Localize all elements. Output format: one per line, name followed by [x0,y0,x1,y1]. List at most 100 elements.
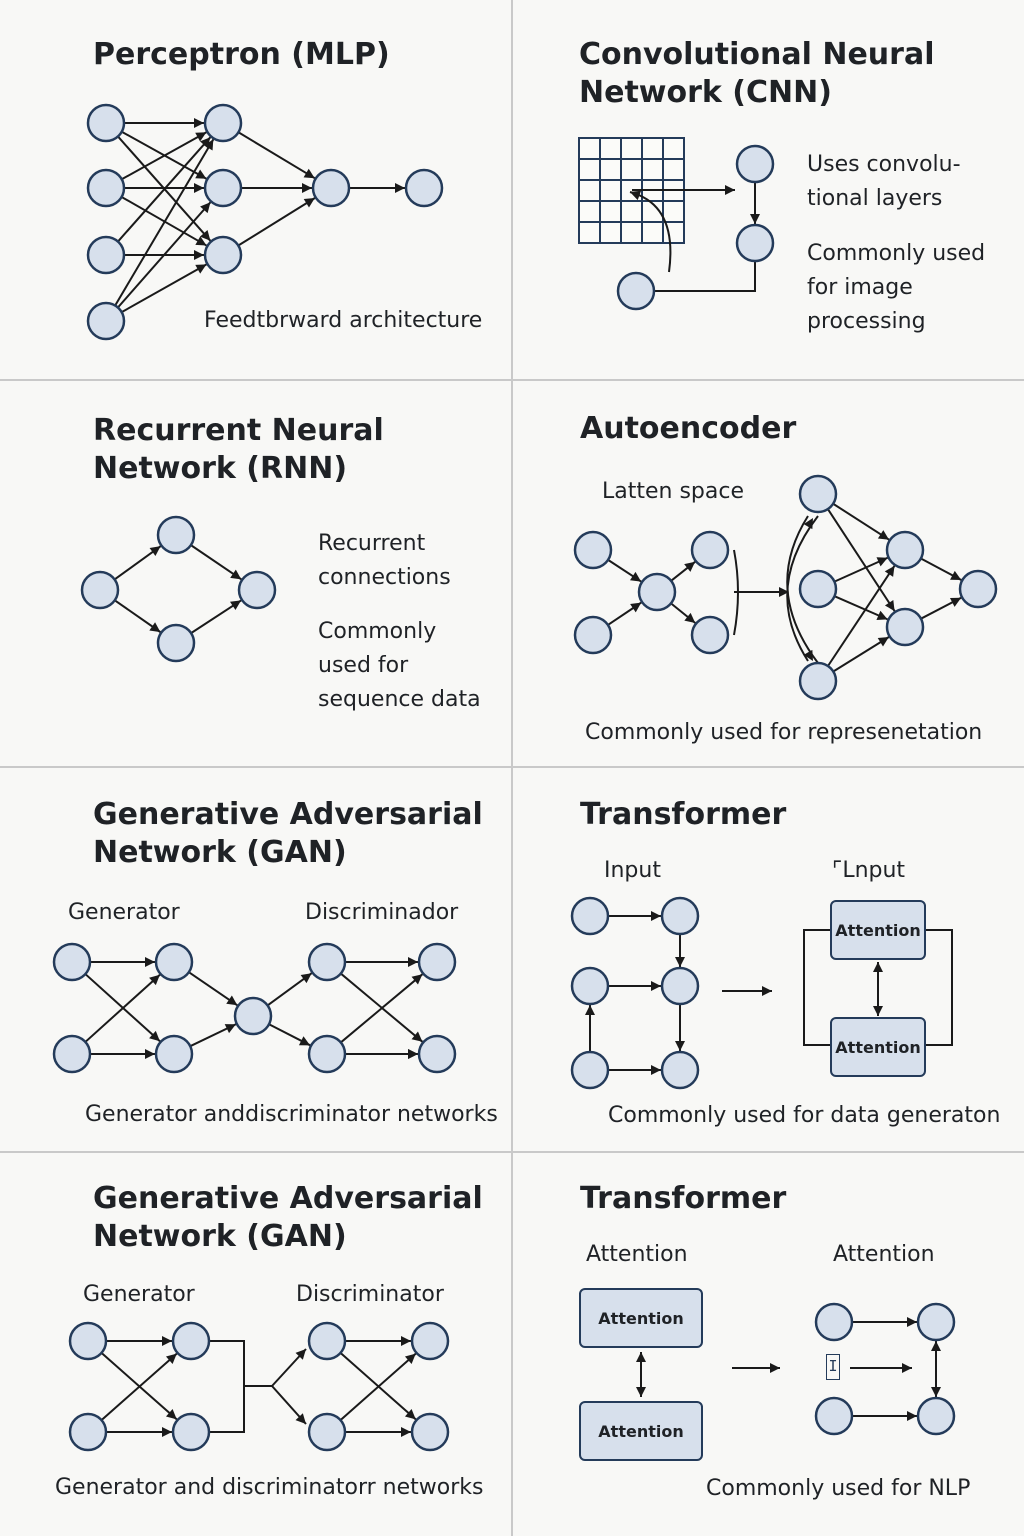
arrow-head [725,185,735,195]
kernel-grid-cell [599,137,622,160]
arrow-head [873,962,883,972]
arrow-head [907,1411,917,1421]
arrow-head [165,1409,177,1420]
arrow-head [907,1317,917,1327]
transformer2-attention-box-bottom: Attention [579,1401,703,1461]
gan2-graph [68,1321,450,1452]
arrow-head [303,168,315,179]
arrow-head [300,973,312,984]
arrow-head [302,183,312,193]
neuron-node [68,1412,108,1452]
gan2-title: Generative Adversarial Network (GAN) [93,1181,483,1254]
autoencoder-title: Autoencoder [580,411,797,446]
neuron-node [616,271,656,311]
neuron-node [798,569,838,609]
arrow-head [636,1387,646,1397]
neuron-node [171,1412,211,1452]
connector-path [803,929,830,1046]
neuron-node [885,530,925,570]
neuron-node [660,966,700,1006]
arrow-head [165,1353,177,1364]
arrow-head [411,1031,423,1042]
arrow-head [884,565,895,577]
neuron-node [958,569,998,609]
arrow-head [200,202,211,214]
arrow-head [585,1005,595,1015]
kernel-grid-cell [599,158,622,181]
arrow-head [876,610,888,620]
arrow-head [200,229,211,241]
arrow-head [145,1049,155,1059]
transformer1-input-label-2: ⌜Lnput [832,858,906,883]
kernel-grid-cell [620,200,643,223]
kernel-grid-cell [641,137,664,160]
arrow-head [295,1413,306,1424]
connector-path [629,191,672,273]
neuron-node [80,570,120,610]
neuron-node [86,168,126,208]
connection-edge [340,973,424,1044]
rnn-title: Recurrent Neural Network (RNN) [93,413,384,486]
neuron-node [570,966,610,1006]
arrow-head [401,1336,411,1346]
neuron-node [404,168,444,208]
arrow-head [408,1049,418,1059]
panel-gan-2: Generative Adversarial Network (GAN) Gen… [0,1152,512,1536]
kernel-grid-cell [578,221,601,244]
transformer2-attention-box-top: Attention [579,1288,703,1348]
kernel-grid-cell [641,221,664,244]
connection-edge [237,197,316,247]
kernel-grid-cell [578,179,601,202]
arrow-head [195,132,207,142]
neuron-node [52,1034,92,1074]
transformer1-caption: Commonly used for data generaton [608,1103,1001,1128]
neuron-node [203,168,243,208]
kernel-grid-cell [620,221,643,244]
horizontal-divider-3 [0,1151,1024,1153]
kernel-grid-cell [620,137,643,160]
arrow-head [230,569,242,580]
connection-edge [100,1352,178,1421]
neuron-node [233,996,273,1036]
neuron-node [311,168,351,208]
neuron-node [814,1302,854,1342]
connection-edge [827,565,896,667]
neuron-node [570,1050,610,1090]
neuron-node [410,1412,450,1452]
arrow-head [162,1427,172,1437]
vertical-divider [511,0,513,1536]
arrow-head [298,1036,311,1046]
autoencoder-caption: Commonly used for represenetation [585,720,983,745]
arrow-head [630,190,642,201]
panel-transformer-2: Transformer Attention Attention Attentio… [512,1152,1024,1536]
arrow-head [884,599,895,612]
arrow-head [226,995,238,1006]
gan2-discriminator-label: Discriminator [296,1282,444,1307]
arrow-head [902,1363,912,1373]
mlp-caption: Feedtbrward architecture [204,308,483,333]
panel-autoencoder: Autoencoder Latten space Commonly used f… [512,384,1024,768]
transformer2-label-right: Attention [833,1242,935,1267]
neuron-node [916,1396,956,1436]
connection-edge [832,636,890,673]
autoencoder-latent-label: Latten space [602,479,745,504]
neuron-node [307,1412,347,1452]
gan1-graph [52,942,457,1074]
connection-edge [121,131,207,181]
gan1-title: Generative Adversarial Network (GAN) [93,797,483,870]
neuron-node [814,1396,854,1436]
arrow-head [401,1427,411,1437]
kernel-grid-cell [662,158,685,181]
kernel-grid-cell [662,137,685,160]
neuron-node [570,896,610,936]
neuron-node [307,1321,347,1361]
arrow-head [750,214,760,224]
arrow-head [411,974,423,985]
arrow-head [162,1336,172,1346]
arrow-head [675,957,685,967]
arrow-head [195,236,207,246]
transformer1-attention-box-top: Attention [830,900,926,960]
gan2-caption: Generator and discriminatorr networks [55,1475,484,1500]
neuron-node [417,1034,457,1074]
arrow-head [770,1363,780,1373]
